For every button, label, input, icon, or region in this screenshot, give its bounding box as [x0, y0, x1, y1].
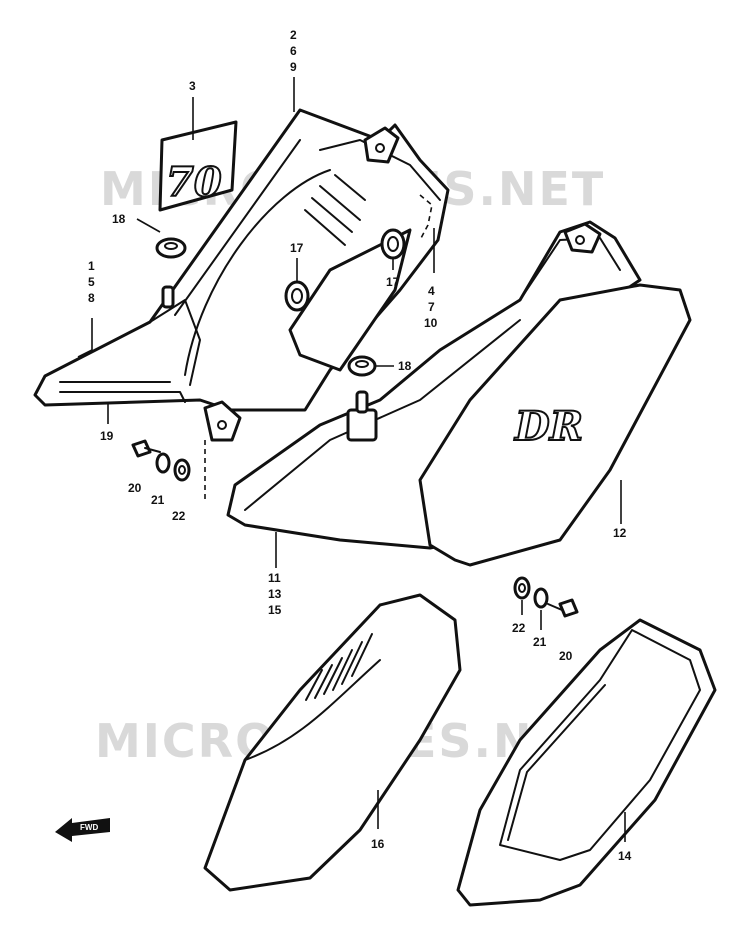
frame-cover-lower: DR: [226, 220, 692, 567]
hardware-stack-left: [131, 439, 191, 482]
callout-11: 11: [268, 571, 281, 585]
callout-13: 13: [268, 587, 282, 601]
callout-20-left: 20: [128, 481, 142, 495]
callout-18-upper: 18: [112, 212, 126, 226]
decal-part-3-text: 70: [166, 159, 222, 206]
callout-6: 6: [290, 44, 297, 58]
callout-20-right: 20: [559, 649, 573, 663]
callout-12: 12: [613, 526, 627, 540]
hardware-stack-right: [513, 576, 579, 618]
callout-21-right: 21: [533, 635, 547, 649]
grommet-18-upper: [155, 237, 187, 259]
callout-21-left: 21: [151, 493, 165, 507]
side-cover-14: [456, 618, 717, 907]
callout-19: 19: [100, 429, 114, 443]
callout-9: 9: [290, 60, 297, 74]
side-cover-16: [203, 593, 462, 892]
callout-16: 16: [371, 837, 385, 851]
callout-2: 2: [290, 28, 297, 42]
decal-part-12-text: DR: [514, 403, 583, 450]
decal-part-3: 70: [158, 120, 238, 212]
callout-3: 3: [189, 79, 196, 93]
leader-lines: [77, 77, 626, 842]
callout-8: 8: [88, 291, 95, 305]
grommet-18-lower: [347, 355, 377, 377]
callout-22-left: 22: [172, 509, 186, 523]
callout-14: 14: [618, 849, 632, 863]
callouts: 2 6 9 3 1 5 8 18 17 17 4 7 10 18 19 20 2…: [88, 28, 632, 863]
callout-15: 15: [268, 603, 282, 617]
grommet-17-left: [284, 280, 310, 312]
callout-5: 5: [88, 275, 95, 289]
callout-10: 10: [424, 316, 438, 330]
callout-17-right: 17: [386, 275, 400, 289]
callout-4: 4: [428, 284, 435, 298]
callout-18-lower: 18: [398, 359, 412, 373]
grommet-17-right: [380, 228, 406, 260]
callout-7: 7: [428, 300, 435, 314]
forward-arrow-icon: FWD: [55, 818, 110, 842]
callout-17-left: 17: [290, 241, 304, 255]
frame-cover-upper: [33, 108, 450, 442]
callout-1: 1: [88, 259, 95, 273]
forward-arrow-label: FWD: [80, 823, 98, 832]
callout-22-right: 22: [512, 621, 526, 635]
